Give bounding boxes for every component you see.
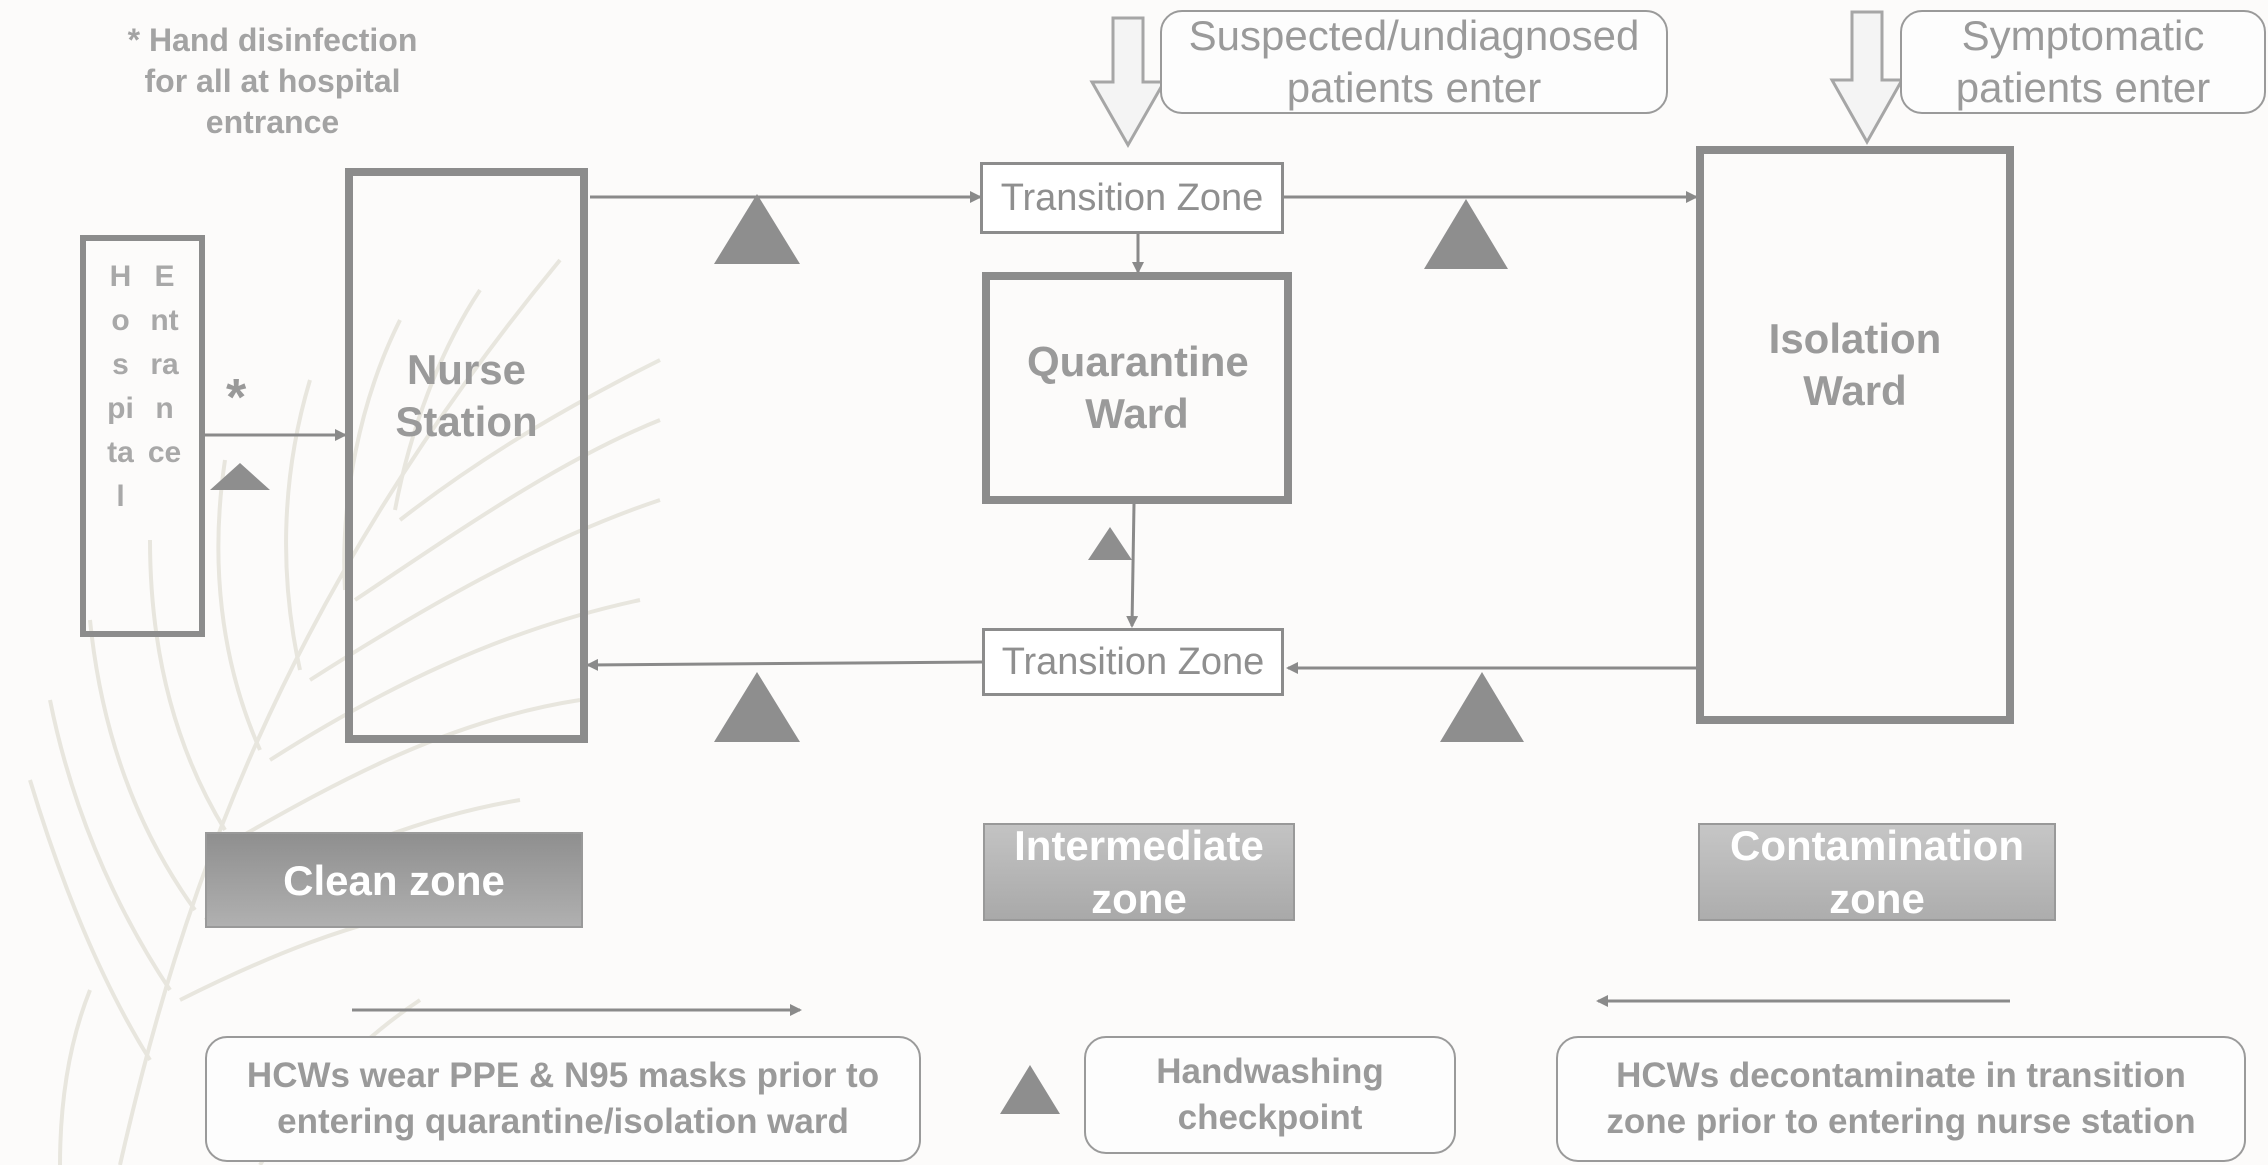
transition-zone-bottom: Transition Zone xyxy=(982,628,1284,696)
quarantine-ward: Quarantine Ward xyxy=(982,272,1292,504)
nurse-station: Nurse Station xyxy=(345,168,588,743)
handwashing-triangle-bottom-left xyxy=(714,672,800,742)
hospital-entrance-word2: Entrance xyxy=(147,260,182,469)
hospital-entrance-box: Hospital Entrance xyxy=(80,235,205,637)
entry-label-symptomatic: Symptomatic patients enter xyxy=(1900,10,2266,114)
zone-intermediate: Intermediate zone xyxy=(983,822,1295,922)
isolation-ward: Isolation Ward xyxy=(1696,146,2014,724)
arrow-quarantine-to-transition-bottom xyxy=(1126,503,1139,628)
nurse-station-label: Nurse Station xyxy=(395,345,538,445)
entrance-note: * Hand disinfection for all at hospital … xyxy=(127,22,418,140)
entry-arrow-suspected xyxy=(1089,16,1167,149)
asterisk-marker: * xyxy=(226,369,247,427)
handwashing-triangles xyxy=(210,194,1524,1114)
zone-contamination: Contamination zone xyxy=(1698,822,2056,922)
legend-ppe: HCWs wear PPE & N95 masks prior to enter… xyxy=(205,1036,921,1162)
hospital-entrance-word1: Hospital xyxy=(107,260,134,513)
handwashing-triangle-top-left xyxy=(714,194,800,264)
handwashing-triangle-bottom-right xyxy=(1440,672,1524,742)
zone-clean: Clean zone xyxy=(205,832,583,928)
legend-decontaminate: HCWs decontaminate in transition zone pr… xyxy=(1556,1036,2246,1162)
arrow-transition-bottom-to-nurse xyxy=(586,658,983,671)
isolation-ward-label: Isolation Ward xyxy=(1768,315,1942,414)
quarantine-ward-label: Quarantine Ward xyxy=(1027,338,1249,437)
entry-arrow-symptomatic xyxy=(1829,10,1905,146)
handwashing-triangle-top-right xyxy=(1424,199,1508,269)
transition-zone-top: Transition Zone xyxy=(980,162,1284,234)
handwashing-triangle-quarantine xyxy=(1088,527,1132,560)
legend-handwashing: Handwashing checkpoint xyxy=(1084,1036,1456,1154)
flow-connectors xyxy=(205,191,2010,1016)
handwashing-triangle-entrance xyxy=(210,463,270,490)
entry-arrows xyxy=(1089,10,1905,149)
handwashing-triangle-legend xyxy=(1000,1065,1060,1114)
entry-label-suspected: Suspected/undiagnosed patients enter xyxy=(1160,10,1668,114)
